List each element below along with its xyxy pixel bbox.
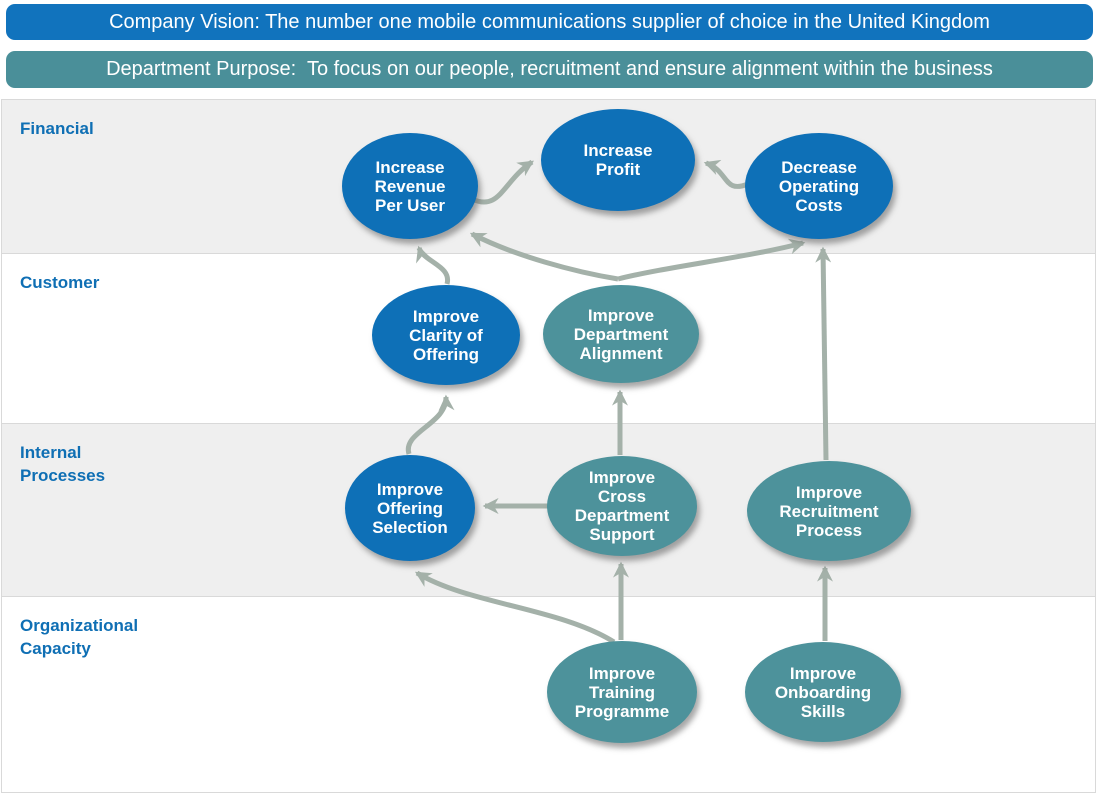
node-label-line: Department bbox=[573, 324, 669, 344]
edge-clarity-to-revenue bbox=[416, 245, 450, 285]
node-label-line: Offering bbox=[376, 498, 444, 518]
node-label-line: Offering bbox=[412, 344, 480, 364]
node-label-line: Onboarding bbox=[774, 682, 872, 702]
node-improve-recruitment-process: Improve Recruitment Process bbox=[747, 461, 911, 561]
edge-alignment-to-revenue bbox=[469, 231, 619, 282]
node-improve-department-alignment: Improve Department Alignment bbox=[543, 285, 699, 383]
node-label-line: Increase bbox=[583, 141, 653, 160]
edge-training-to-selection bbox=[414, 570, 616, 645]
band-label-financial: Financial bbox=[20, 117, 94, 140]
node-label-line: Cross bbox=[597, 487, 647, 506]
node-improve-cross-department-support: Improve Cross Department Support bbox=[547, 456, 697, 556]
node-label-line: Training bbox=[588, 682, 656, 702]
band-label-line: Organizational bbox=[20, 616, 139, 635]
node-improve-clarity-of-offering: Improve Clarity of Offering bbox=[372, 285, 520, 385]
node-label-line: Improve bbox=[376, 479, 444, 499]
company-vision-text: Company Vision: The number one mobile co… bbox=[109, 10, 990, 33]
node-decrease-operating-costs: Decrease Operating Costs bbox=[745, 133, 893, 239]
edge-revenue-to-profit bbox=[470, 159, 535, 205]
band-label-line: Capacity bbox=[20, 639, 91, 658]
node-label-line: Improve bbox=[588, 663, 656, 683]
band-label-organizational-capacity: Organizational Capacity bbox=[20, 614, 138, 660]
node-label-line: Selection bbox=[372, 517, 448, 537]
node-label-line: Support bbox=[589, 525, 655, 544]
node-label-line: Improve bbox=[588, 468, 656, 487]
band-label-line: Internal bbox=[20, 443, 82, 462]
node-label-line: Programme bbox=[574, 701, 670, 721]
edge-costs-to-profit bbox=[703, 159, 749, 189]
edge-alignment-to-costs bbox=[617, 238, 806, 282]
node-label-line: Increase bbox=[375, 157, 445, 177]
edge-recruitment-to-costs bbox=[815, 246, 832, 461]
node-label-line: Department bbox=[574, 506, 670, 525]
band-label-line: Customer bbox=[20, 273, 100, 292]
node-improve-onboarding-skills: Improve Onboarding Skills bbox=[745, 642, 901, 742]
band-label-internal-processes: Internal Processes bbox=[20, 441, 105, 487]
band-label-customer: Customer bbox=[20, 271, 99, 294]
node-label-line: Operating bbox=[778, 176, 860, 196]
node-increase-profit: Increase Profit bbox=[541, 109, 695, 211]
node-label-line: Improve bbox=[789, 663, 857, 683]
node-label-line: Improve bbox=[587, 305, 655, 325]
node-label-line: Improve bbox=[412, 306, 480, 326]
band-label-line: Processes bbox=[20, 466, 106, 485]
node-improve-training-programme: Improve Training Programme bbox=[547, 641, 697, 743]
node-increase-revenue-per-user: Increase Revenue Per User bbox=[342, 133, 478, 239]
node-label-line: Recruitment bbox=[779, 501, 879, 521]
node-improve-offering-selection: Improve Offering Selection bbox=[345, 455, 475, 561]
node-label-line: Alignment bbox=[579, 343, 663, 363]
node-label-line: Skills bbox=[800, 701, 846, 721]
company-vision-banner: Company Vision: The number one mobile co… bbox=[6, 4, 1093, 40]
department-purpose-banner: Department Purpose: To focus on our peop… bbox=[6, 51, 1093, 88]
node-label-line: Costs bbox=[795, 195, 843, 215]
band-label-line: Financial bbox=[20, 119, 94, 138]
edge-selection-to-clarity bbox=[405, 394, 455, 455]
department-purpose-text: Department Purpose: To focus on our peop… bbox=[106, 58, 993, 80]
node-label-line: Per User bbox=[375, 195, 445, 215]
node-label-line: Decrease bbox=[781, 157, 857, 177]
node-label-line: Improve bbox=[795, 482, 863, 502]
node-label-line: Profit bbox=[595, 160, 641, 179]
node-label-line: Process bbox=[795, 520, 863, 540]
node-label-line: Revenue bbox=[374, 176, 446, 196]
node-label-line: Clarity of bbox=[409, 325, 483, 345]
